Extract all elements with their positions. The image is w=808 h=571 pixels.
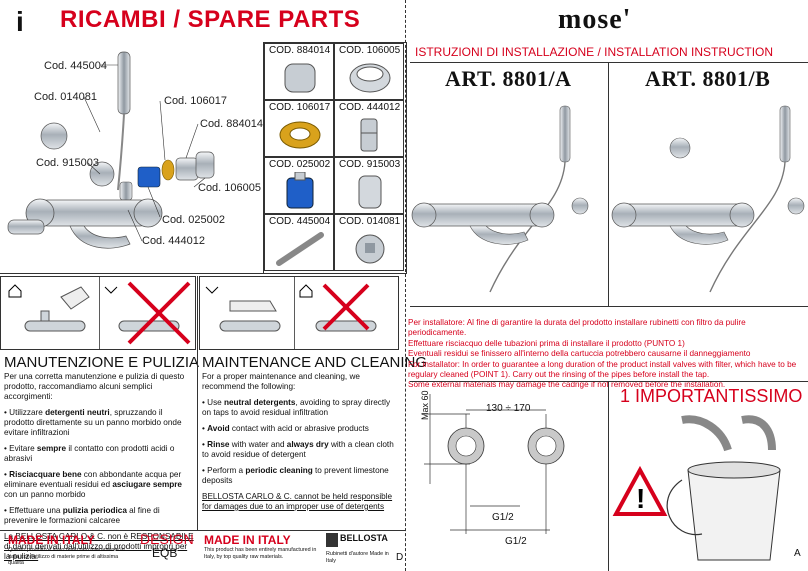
info-icon: i [16, 6, 24, 37]
part-cell: COD. 915003 [334, 157, 404, 214]
maintenance-pictogram-it [0, 276, 196, 350]
design-label: DESIGN [140, 531, 194, 547]
page-title: RICAMBI / SPARE PARTS [60, 6, 361, 33]
callout-code: Cod. 106005 [198, 182, 261, 194]
made-in-italy-en-text: This product has been entirely manufactu… [204, 547, 317, 560]
disclaimer: BELLOSTA CARLO & C. cannot be held respo… [202, 492, 393, 511]
nut-part-icon [279, 121, 321, 149]
part-code: COD. 106017 [269, 102, 331, 113]
intro-text: For a proper maintenance and cleaning, w… [202, 372, 360, 391]
article-a-illustration [411, 105, 589, 293]
part-cell: COD. 106005 [334, 43, 404, 100]
part-cell: COD. 444012 [334, 100, 404, 157]
divider [410, 381, 808, 382]
parts-grid: COD. 884014 COD. 106005 COD. 106017 COD.… [263, 42, 407, 274]
made-in-italy-it: MADE IN ITALY [8, 533, 95, 547]
cap-part-icon [284, 63, 316, 93]
dimension-drawing [424, 394, 565, 534]
brand-logo: mose' [558, 4, 632, 35]
divider [197, 276, 198, 530]
bellosta-tagline: Rubinetti d'autore Made in Italy [326, 551, 389, 564]
maintenance-en-heading: MAINTENANCE AND CLEANING [202, 354, 428, 371]
cartridge-part-icon [286, 172, 314, 209]
dim-thread-1: G1/2 [492, 512, 514, 523]
part-code: COD. 444012 [339, 102, 401, 113]
callout-code: Cod. 025002 [162, 214, 225, 226]
installer-notes: Per installatore: Al fine di garantire l… [408, 318, 806, 391]
divider [410, 306, 808, 307]
callout-code: Cod. 445004 [44, 60, 107, 72]
disclaimer: La BELLOSTA CARLO & C. non è RESPONSABIL… [4, 532, 194, 561]
note-line: Per installatore: Al fine di garantire l… [408, 318, 746, 338]
part-cell: COD. 884014 [264, 43, 334, 100]
hand-shower-part-icon [276, 232, 324, 266]
part-code: COD. 014081 [339, 216, 401, 227]
holder-part-icon [355, 234, 385, 264]
divider [410, 62, 808, 63]
design-brand: EQB [152, 546, 178, 560]
divider [608, 62, 609, 306]
page-letter: D [396, 552, 404, 563]
part-cell: COD. 014081 [334, 214, 404, 271]
divider [608, 381, 609, 571]
valve-part-icon [360, 118, 378, 152]
part-cell: COD. 025002 [264, 157, 334, 214]
dim-thread-2: G1/2 [505, 536, 527, 547]
maintenance-it-text: Per una corretta manutenzione e pulizia … [4, 372, 194, 561]
part-code: COD. 025002 [269, 159, 331, 170]
sleeve-part-icon [358, 175, 382, 209]
note-line: Eventuali residui se finissero all'inter… [408, 349, 751, 359]
article-a-title: ART. 8801/A [445, 66, 572, 91]
callout-code: Cod. 106017 [164, 95, 227, 107]
bellosta-logo-icon [326, 533, 338, 547]
intro-text: Per una corretta manutenzione e pulizia … [4, 372, 185, 401]
exploded-view-drawing [7, 51, 215, 249]
made-in-italy-it-text: Questo prodotto è stato realizzato inter… [8, 547, 125, 566]
ring-part-icon [349, 63, 391, 93]
part-code: COD. 915003 [339, 159, 401, 170]
divider [0, 273, 405, 274]
maintenance-en-text: For a proper maintenance and cleaning, w… [202, 372, 398, 512]
installation-title: ISTRUZIONI DI INSTALLAZIONE / INSTALLATI… [415, 45, 774, 59]
maintenance-it-heading: MANUTENZIONE E PULIZIA [4, 354, 200, 371]
fold-line [405, 0, 406, 571]
bucket-illustration: ! [612, 415, 781, 561]
note-line: Effettuare risciacquo delle tubazioni pr… [408, 338, 685, 348]
callout-code: Cod. 915003 [36, 157, 99, 169]
article-b-title: ART. 8801/B [645, 66, 771, 91]
callout-code: Cod. 444012 [142, 235, 205, 247]
article-b-illustration [611, 105, 805, 293]
page-letter: A [794, 548, 801, 559]
note-line: Some external materials may damage the c… [408, 380, 726, 390]
bellosta-name: BELLOSTA [340, 533, 388, 543]
part-code: COD. 884014 [269, 45, 331, 56]
divider [0, 530, 405, 531]
note-line: For installator: In order to guarantee a… [408, 359, 797, 380]
part-code: COD. 106005 [339, 45, 401, 56]
dim-span: 130 ÷ 170 [486, 403, 531, 414]
part-cell: COD. 445004 [264, 214, 334, 271]
callout-code: Cod. 884014 [200, 118, 263, 130]
maintenance-pictogram-en [199, 276, 399, 350]
callout-code: Cod. 014081 [34, 91, 97, 103]
part-code: COD. 445004 [269, 216, 331, 227]
svg-text:!: ! [636, 483, 645, 514]
important-heading: 1 IMPORTANTISSIMO [620, 386, 803, 406]
dim-max-height: Max 60 [420, 390, 430, 420]
part-cell: COD. 106017 [264, 100, 334, 157]
made-in-italy-en: MADE IN ITALY [204, 533, 291, 547]
